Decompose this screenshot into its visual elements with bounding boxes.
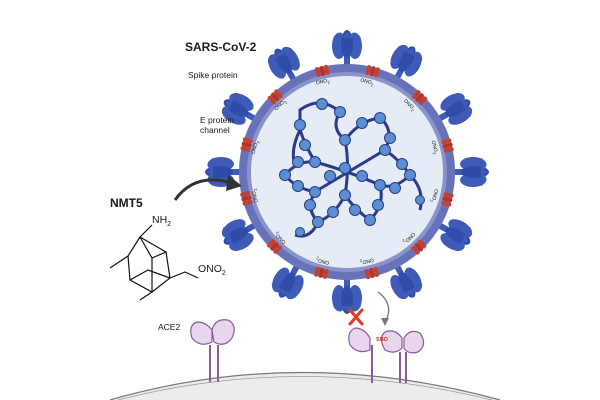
nitrate-text: ONO <box>198 263 222 275</box>
ono2-tag-subscript: 2 <box>428 199 435 203</box>
amine-group: NH2 <box>152 214 171 228</box>
e-protein-label-line2: channel <box>200 125 230 135</box>
ono2-tag-subscript: 2 <box>326 79 331 85</box>
drug-arrow <box>173 175 242 201</box>
e-protein-label: E protein channel <box>200 115 234 135</box>
ace2-receptor-middle <box>348 327 373 383</box>
spike-protein <box>451 157 489 187</box>
amine-text: NH <box>152 214 168 226</box>
cell-membrane <box>109 371 501 400</box>
sno-label: SNO <box>376 337 388 343</box>
drug-name: NMT5 <box>110 196 143 210</box>
ace2-receptor-left <box>190 319 235 382</box>
ono2-tag-subscript: 2 <box>359 258 363 264</box>
ace2-receptors <box>190 319 425 383</box>
blocked-binding-mark <box>348 308 364 326</box>
rna-genome <box>279 98 425 238</box>
spike-protein-label: Spike protein <box>188 70 238 80</box>
binding-arrow <box>377 291 390 326</box>
e-protein-label-line1: E protein <box>200 115 235 125</box>
virus-label: SARS-CoV-2 <box>185 40 257 54</box>
amine-subscript: 2 <box>167 221 172 229</box>
ace2-label: ACE2 <box>158 322 181 332</box>
ono2-tag-subscript: 2 <box>255 140 261 144</box>
spike-protein <box>332 276 362 314</box>
nmt5-structure <box>109 224 199 301</box>
spike-protein <box>332 30 362 68</box>
ace2-receptor-right <box>380 330 425 383</box>
nitrate-subscript: 2 <box>221 270 226 278</box>
nitrate-group: ONO2 <box>198 263 226 277</box>
